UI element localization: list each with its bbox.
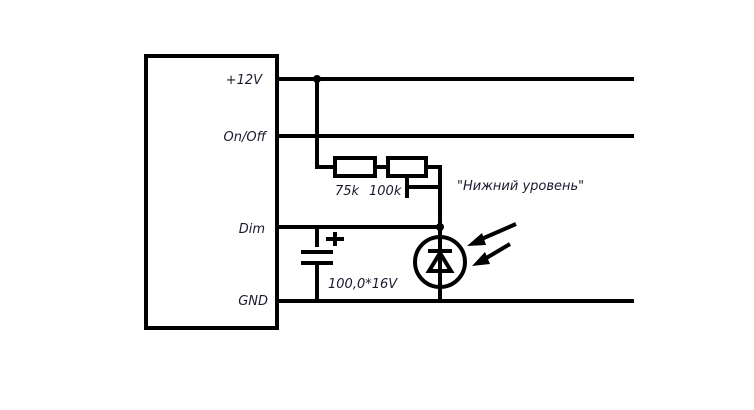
wire-12v-to-resistor	[315, 79, 335, 169]
arrow-head-1	[467, 233, 486, 246]
capacitor-label: 100,0*16V	[328, 277, 398, 292]
pin-label-dim: Dim	[239, 222, 265, 237]
controller-block	[144, 54, 279, 330]
resistor-label-100k: 100k	[369, 184, 402, 199]
light-arrow-2	[481, 242, 512, 262]
junction-dim	[436, 223, 444, 231]
trim-label: "Нижний уровень"	[457, 179, 584, 194]
resistor-75k	[333, 156, 377, 178]
pin-label-gnd: GND	[238, 294, 268, 309]
resistor-label-75k: 75k	[335, 184, 360, 199]
diode-triangle	[425, 249, 455, 273]
pin-label-12v: +12V	[226, 73, 263, 88]
arrow-head-2	[472, 252, 490, 266]
pin-label-onoff: On/Off	[224, 130, 268, 145]
trim-resistor-100k	[386, 156, 428, 178]
junction-12v	[313, 75, 321, 83]
